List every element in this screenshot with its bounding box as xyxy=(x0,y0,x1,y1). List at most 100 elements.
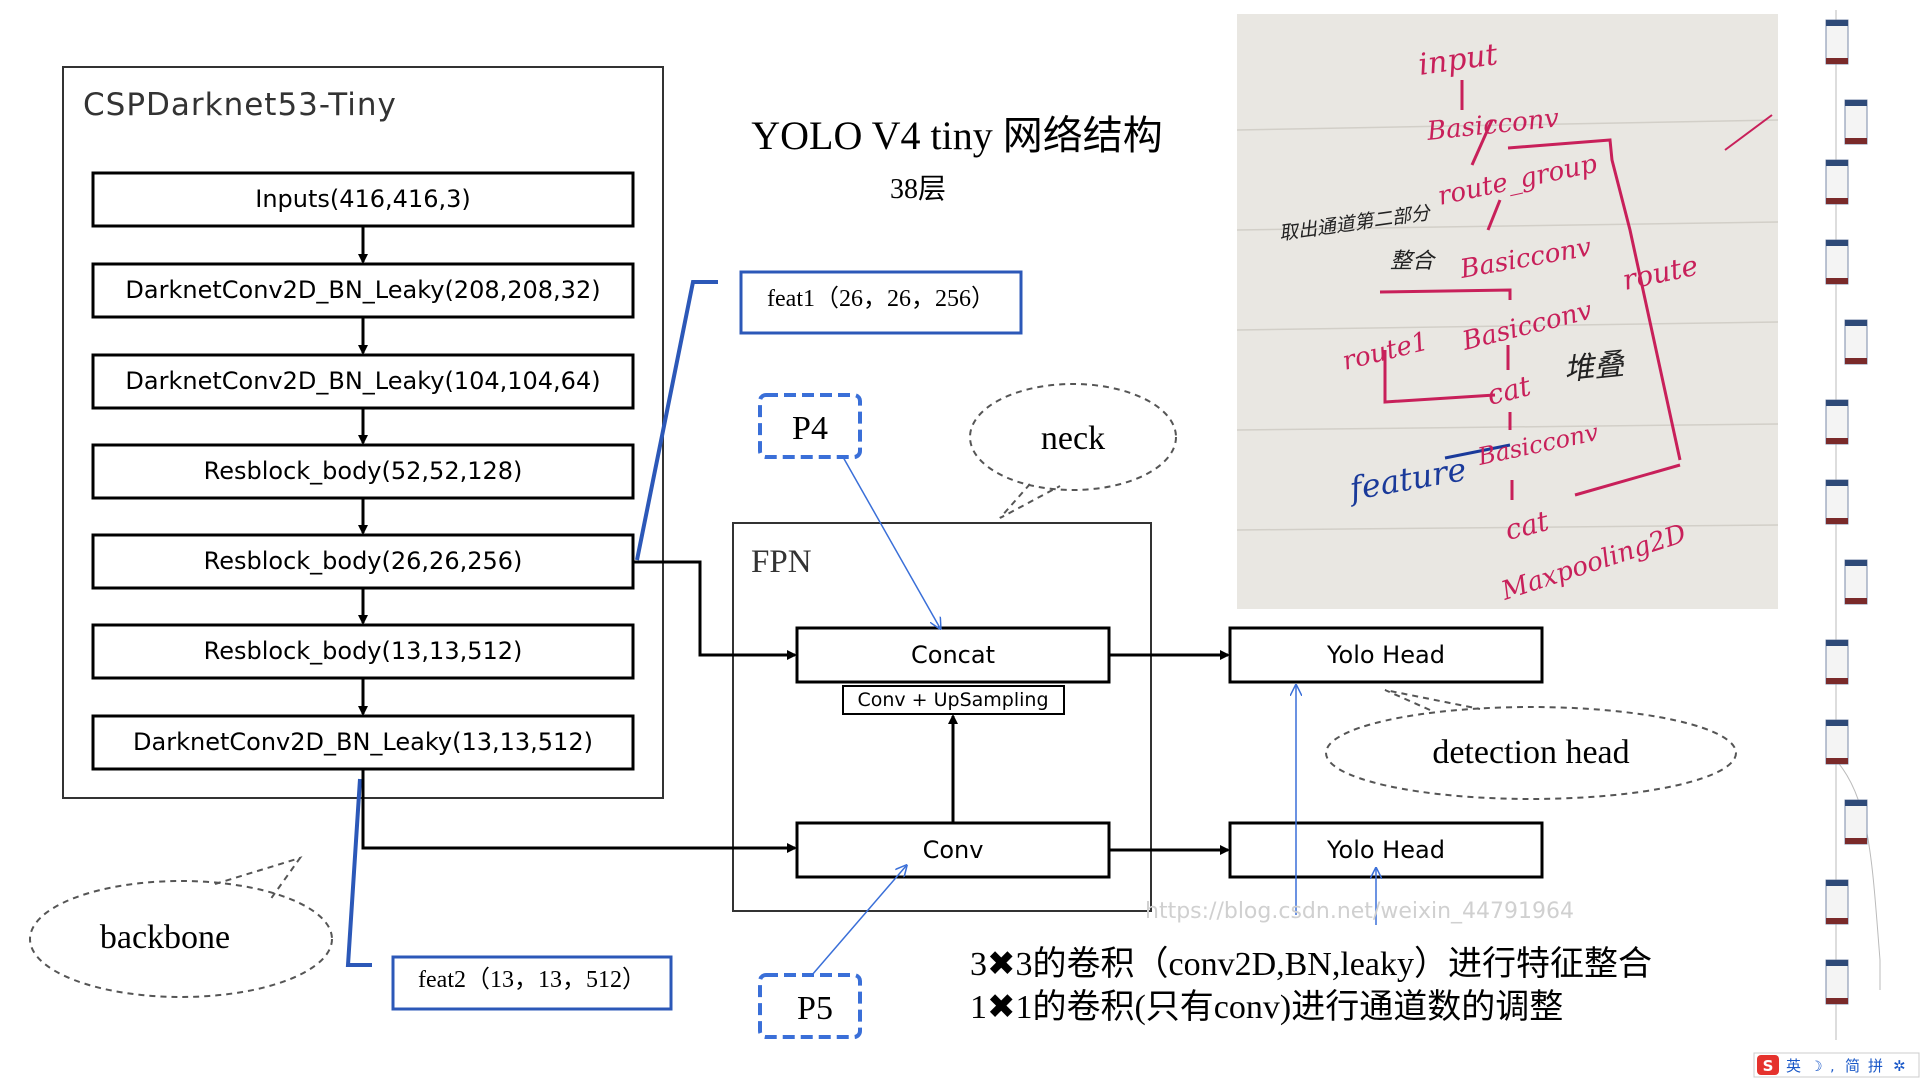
bubble-tail xyxy=(214,856,303,901)
thumb-block-footer xyxy=(1845,358,1867,364)
thumb-block-header xyxy=(1845,100,1867,106)
thumb-block-footer xyxy=(1826,278,1848,284)
backbone-label: backbone xyxy=(100,919,230,956)
yolo-head-box-2 xyxy=(1228,821,1544,879)
moon-icon[interactable]: ☽ xyxy=(1810,1059,1823,1075)
watermark: https://blog.csdn.net/weixin_44791964 xyxy=(1145,899,1574,924)
layer-label: Resblock_body(13,13,512) xyxy=(204,637,523,665)
thumb-block xyxy=(1825,959,1849,1005)
thumb-block-header xyxy=(1845,320,1867,326)
thumb-block xyxy=(1825,239,1849,285)
thumb-block-footer xyxy=(1845,138,1867,144)
thumb-block-footer xyxy=(1826,678,1848,684)
thumb-block-footer xyxy=(1826,758,1848,764)
backbone-title: CSPDarknet53-Tiny xyxy=(83,87,397,123)
p5-arrow xyxy=(811,866,906,976)
backbone-group: CSPDarknet53-Tiny Inputs(416,416,3) Dark… xyxy=(62,66,664,799)
thumb-block-header xyxy=(1826,480,1848,486)
layer-label: DarknetConv2D_BN_Leaky(104,104,64) xyxy=(125,367,600,395)
layer-label: Resblock_body(26,26,256) xyxy=(204,547,523,575)
thumb-block-header xyxy=(1826,640,1848,646)
thumb-block-header xyxy=(1826,720,1848,726)
thumb-block-header xyxy=(1845,800,1867,806)
backbone-layers: Inputs(416,416,3) DarknetConv2D_BN_Leaky… xyxy=(91,171,635,771)
thumb-block-header xyxy=(1826,240,1848,246)
ime-pinyin-toggle[interactable]: 拼 xyxy=(1868,1057,1883,1075)
thumb-block-header xyxy=(1845,560,1867,566)
thumb-block xyxy=(1825,639,1849,685)
thumb-block xyxy=(1825,719,1849,765)
bubble-tail xyxy=(999,483,1061,519)
sogou-logo-icon[interactable] xyxy=(1757,1055,1779,1075)
sketch-label: 堆叠 xyxy=(1562,347,1627,388)
p4-arrow xyxy=(842,456,940,628)
thumb-block-header xyxy=(1826,880,1848,886)
sogou-logo-glyph: S xyxy=(1763,1057,1774,1075)
conv3-to-conv-arrow xyxy=(361,769,797,853)
p5-label: P5 xyxy=(797,990,833,1027)
thumb-block-footer xyxy=(1826,58,1848,64)
punctuation-icon[interactable]: ‚ xyxy=(1830,1059,1834,1075)
thumb-block-footer xyxy=(1845,838,1867,844)
sketch-blue-arrow xyxy=(1444,443,1511,460)
thumb-block xyxy=(1825,479,1849,525)
thumb-block xyxy=(1844,319,1868,365)
layer-label: Resblock_body(52,52,128) xyxy=(204,457,523,485)
thumb-block xyxy=(1844,799,1868,845)
p4-box xyxy=(758,393,862,459)
ime-bar xyxy=(1753,1052,1920,1078)
photo-ruled-lines xyxy=(1236,119,1779,531)
layer-count: 38层 xyxy=(890,174,946,205)
layer-label: DarknetConv2D_BN_Leaky(208,208,32) xyxy=(125,276,600,304)
thumb-block xyxy=(1844,99,1868,145)
layer-label: DarknetConv2D_BN_Leaky(13,13,512) xyxy=(133,728,593,756)
thumb-block xyxy=(1825,399,1849,445)
thumb-blocks xyxy=(1825,19,1868,1005)
ime-lang-toggle[interactable]: 英 xyxy=(1786,1057,1801,1075)
thumb-block-footer xyxy=(1826,918,1848,924)
settings-gear-icon[interactable]: ✲ xyxy=(1893,1057,1906,1075)
sketch-photo: input Basicconv route_group 取出通道第二部分 整合 … xyxy=(1236,14,1779,609)
bubble-shape xyxy=(969,383,1177,491)
ime-toolbar[interactable]: S 英 ☽ ‚ 简 拼 ✲ xyxy=(1753,1052,1920,1078)
bubble-shape xyxy=(29,880,333,998)
thumb-block-header xyxy=(1826,400,1848,406)
thumb-block-footer xyxy=(1826,998,1848,1004)
fpn-group: FPN Concat Conv + UpSampling Conv xyxy=(732,522,1152,912)
feat2-leader-line xyxy=(345,778,372,967)
thumb-branch xyxy=(1835,759,1881,990)
thumb-block xyxy=(1844,559,1868,605)
backbone-bubble: backbone xyxy=(29,856,333,998)
p4-label: P4 xyxy=(792,410,828,447)
feat2-label: feat2（13，13，512） xyxy=(418,967,646,993)
ime-simplified-toggle[interactable]: 简 xyxy=(1845,1057,1860,1075)
bubble-shape xyxy=(1325,706,1737,800)
network-thumbnail xyxy=(1825,10,1881,1040)
thumb-block-footer xyxy=(1826,438,1848,444)
neck-bubble: neck xyxy=(969,383,1177,519)
note-1x1: 1✖1的卷积(只有conv)进行通道数的调整 xyxy=(970,988,1563,1026)
fpn-title: FPN xyxy=(751,544,812,580)
neck-label: neck xyxy=(1041,420,1105,457)
thumb-block xyxy=(1825,19,1849,65)
thumb-block-footer xyxy=(1826,198,1848,204)
thumb-block-header xyxy=(1826,960,1848,966)
detection-head-label: detection head xyxy=(1432,734,1629,771)
thumb-block-footer xyxy=(1845,598,1867,604)
sketch-label: 整合 xyxy=(1390,249,1437,274)
detection-head-bubble: detection head xyxy=(1325,689,1737,800)
note-3x3: 3✖3的卷积（conv2D,BN,leaky）进行特征整合 xyxy=(970,945,1652,983)
upsample-label: Conv + UpSampling xyxy=(857,689,1048,711)
layer-label: Inputs(416,416,3) xyxy=(255,185,471,213)
yolo-head-label: Yolo Head xyxy=(1326,641,1445,669)
res2-to-concat-arrow xyxy=(633,560,797,660)
thumb-block-header xyxy=(1826,20,1848,26)
layer-box-conv1 xyxy=(91,262,635,319)
yolo-head-label: Yolo Head xyxy=(1326,836,1445,864)
bubble-tail xyxy=(1384,689,1481,711)
thumb-block xyxy=(1825,159,1849,205)
yolo-head-box-1 xyxy=(1228,626,1544,684)
feat2-box xyxy=(391,955,673,1011)
thumb-block-header xyxy=(1826,160,1848,166)
thumb-block xyxy=(1825,879,1849,925)
